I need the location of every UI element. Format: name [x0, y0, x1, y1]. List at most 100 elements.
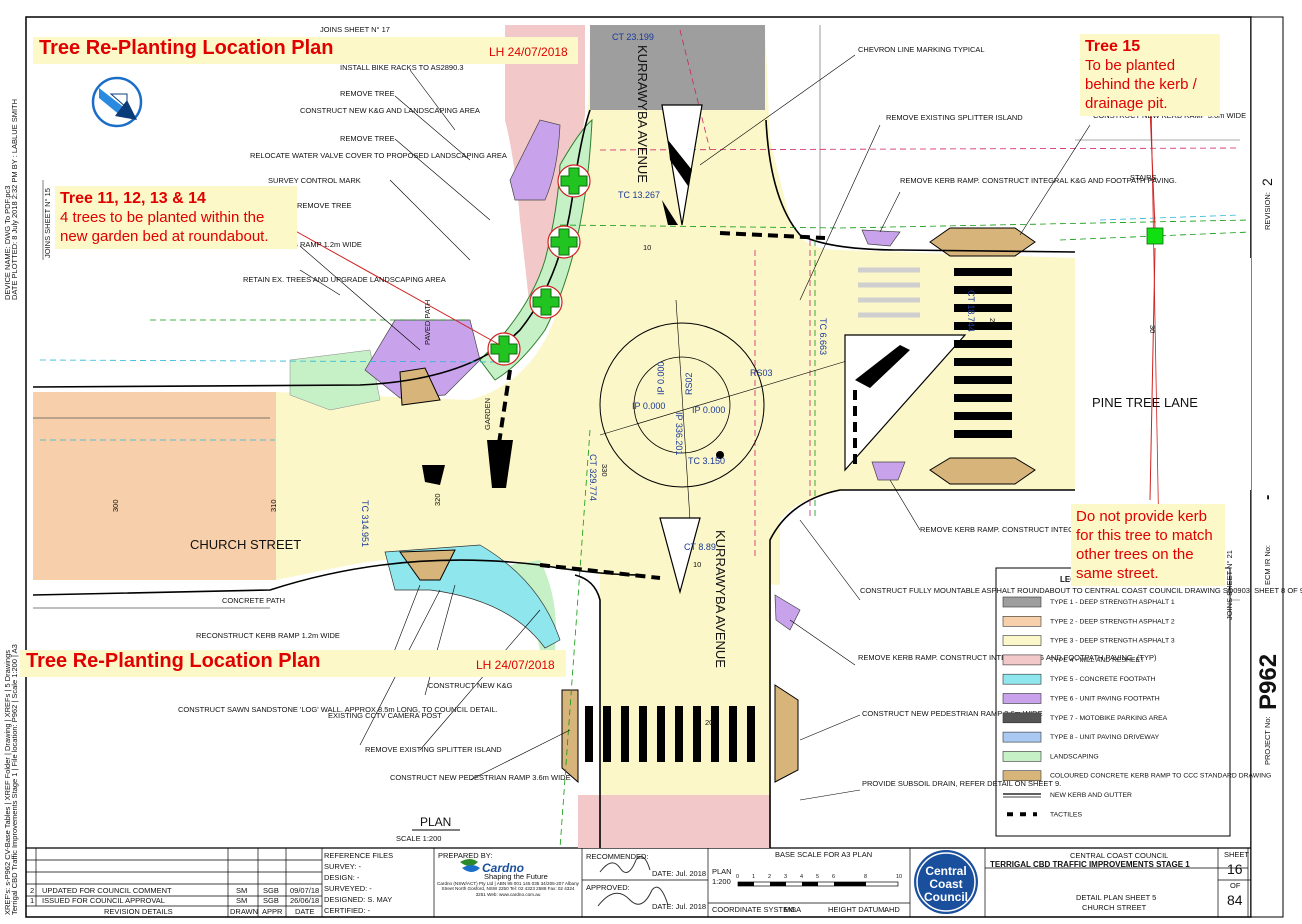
margin-file: Terrigal CBD Traffic Improvements Stage … [10, 644, 19, 915]
legend-item: TYPE 5 - CONCRETE FOOTPATH [1002, 673, 1156, 685]
rev-1-date: 26/06/18 [290, 896, 319, 905]
plan-date-top: LH 24/07/2018 [489, 45, 568, 59]
rev-2-desc: UPDATED FOR COUNCIL COMMENT [42, 886, 172, 895]
plan-title-banner-bottom: Tree Re-Planting Location Plan LH 24/07/… [20, 650, 566, 677]
note-remove-tree-3: REMOVE TREE [297, 201, 351, 210]
label-paved-path: PAVED PATH [423, 300, 432, 345]
rev-2-no: 2 [30, 886, 34, 895]
splitter-island-south [659, 517, 701, 595]
legend-label: TYPE 5 - CONCRETE FOOTPATH [1050, 676, 1156, 683]
legend-label: NEW KERB AND GUTTER [1050, 792, 1132, 799]
note-log-wall: CONSTRUCT SAWN SANDSTONE 'LOG' WALL. APP… [178, 705, 498, 714]
label-kurrawyba-north: KURRAWYBA AVENUE [635, 45, 650, 183]
callout-tree-15: Tree 15 To be planted behind the kerb / … [1080, 34, 1220, 116]
note-ped-ramp-east: CONSTRUCT NEW PEDESTRIAN RAMP 3.6m WIDE [862, 709, 1043, 718]
callout-kerb-l3: other trees on the [1076, 546, 1194, 563]
tb-date-app: DATE: Jul. 2018 [652, 902, 706, 911]
chainage-320: 320 [433, 493, 442, 506]
legend-swatch [1002, 615, 1042, 627]
callout-tree-15-l1: To be planted [1085, 57, 1176, 74]
tree-13 [529, 285, 563, 319]
note-remove-tree-2: REMOVE TREE [340, 134, 394, 143]
callout-kerb-l2: for this tree to match [1076, 527, 1213, 544]
legend-swatch [1002, 751, 1042, 762]
type1-asphalt [590, 25, 765, 110]
scale-tick-label: 6 [832, 874, 835, 880]
scale-tick-label: 10 [896, 874, 902, 880]
note-remove-splitter-sw: REMOVE EXISTING SPLITTER ISLAND [365, 745, 502, 754]
plan-date-bottom: LH 24/07/2018 [476, 658, 555, 672]
tb-of-no: 84 [1227, 892, 1243, 908]
legend-label: TYPE 7 - MOTOBIKE PARKING AREA [1050, 715, 1168, 722]
north-arrow-icon [91, 76, 143, 128]
label-concrete-path: CONCRETE PATH [222, 596, 285, 605]
callout-tree-15-l2: behind the kerb / [1085, 76, 1197, 93]
chainage-10-north: 10 [643, 243, 651, 252]
scale-tick-label: 8 [864, 874, 867, 880]
tb-prepared-by: PREPARED BY: [438, 851, 492, 860]
callout-kerb-l1: Do not provide kerb [1076, 508, 1207, 525]
tb-base-scale: BASE SCALE FOR A3 PLAN [775, 850, 872, 859]
tb-survey: SURVEY: - [324, 862, 361, 871]
legend-swatch [1002, 635, 1042, 646]
legend-item: COLOURED CONCRETE KERB RAMP TO CCC STAND… [1002, 770, 1271, 782]
chainage-30: 30 [1148, 325, 1157, 333]
tb-plan-scale: 1:200 [712, 877, 731, 886]
legend-swatch [1002, 770, 1042, 782]
label-garden: GARDEN [483, 398, 492, 430]
plan-label: PLAN [420, 815, 451, 829]
note-remove-tree-1: REMOVE TREE [340, 89, 394, 98]
legend-swatch [1002, 712, 1042, 724]
roundabout-inner [633, 356, 731, 454]
label-ip-000-b: IP 0.000 [692, 405, 725, 415]
kurrawyba-south-surface [600, 560, 770, 848]
label-church-street: CHURCH STREET [190, 537, 301, 552]
note-chevron: CHEVRON LINE MARKING TYPICAL [858, 45, 985, 54]
roundabout-outer [599, 322, 765, 488]
label-stairs: STAIRS [1130, 173, 1157, 182]
note-bike-racks: INSTALL BIKE RACKS TO AS2890.3 [340, 63, 464, 72]
hdr-date: DATE [295, 907, 314, 916]
scale-tick-label: 5 [816, 874, 819, 880]
scale-tick-label: 3 [784, 874, 787, 880]
rev-1-appr: SGB [263, 896, 279, 905]
hdr-drawn: DRAWN [230, 907, 258, 916]
kerb-ramp-ne [929, 227, 1036, 257]
rev-2-date: 09/07/18 [290, 886, 319, 895]
hdr-rev-details: REVISION DETAILS [104, 907, 173, 916]
rev-1-no: 1 [30, 896, 34, 905]
tb-cardno: Cardno [482, 861, 524, 875]
scale-bar [737, 881, 899, 887]
tb-coord-val: MGA [784, 905, 801, 914]
label-tc-314951: TC 314.951 [360, 500, 370, 547]
callout-trees-title: Tree 11, 12, 13 & 14 [60, 190, 206, 207]
callout-trees-l2: new garden bed at roundabout. [60, 228, 269, 245]
kerb-ramp-se [929, 457, 1036, 485]
legend-swatch [1002, 596, 1042, 608]
callout-kerb-l4: same street. [1076, 565, 1159, 582]
note-construct-kg: CONSTRUCT NEW K&G AND LANDSCAPING AREA [300, 106, 480, 115]
tb-coord: COORDINATE SYSTEM: [712, 905, 796, 914]
chainage-300: 300 [111, 499, 120, 512]
label-ct-23199: CT 23.199 [612, 32, 654, 42]
legend-swatch [1002, 673, 1042, 685]
joins-sheet-17: JOINS SHEET N° 17 [320, 25, 390, 34]
tb-client: CENTRAL COAST COUNCIL [1070, 851, 1168, 860]
note-retain-trees: RETAIN EX. TREES AND UPGRADE LANDSCAPING… [243, 275, 446, 284]
legend-label: LANDSCAPING [1050, 753, 1099, 760]
note-remove-kerb-ramp-ne: REMOVE KERB RAMP. CONSTRUCT INTEGRAL K&G… [900, 176, 1177, 185]
label-tc-6663: TC 6.663 [818, 318, 828, 355]
legend-item: TYPE 6 - UNIT PAVING FOOTPATH [1002, 693, 1160, 704]
council-l3: Council [924, 890, 968, 904]
legend-label: TYPE 4 - MILL AND RESHEET [1050, 657, 1144, 664]
kerb-ramp-sw-1 [561, 689, 579, 784]
note-subsoil: PROVIDE SUBSOIL DRAIN, REFER DETAIL ON S… [862, 779, 1061, 788]
label-ip-000-a: IP 0.000 [632, 401, 665, 411]
label-pine-tree-lane: PINE TREE LANE [1092, 395, 1198, 410]
legend-label: TYPE 6 - UNIT PAVING FOOTPATH [1050, 696, 1160, 703]
scale-tick-label: 1 [752, 874, 755, 880]
tb-sheet-no: 16 [1227, 861, 1243, 877]
